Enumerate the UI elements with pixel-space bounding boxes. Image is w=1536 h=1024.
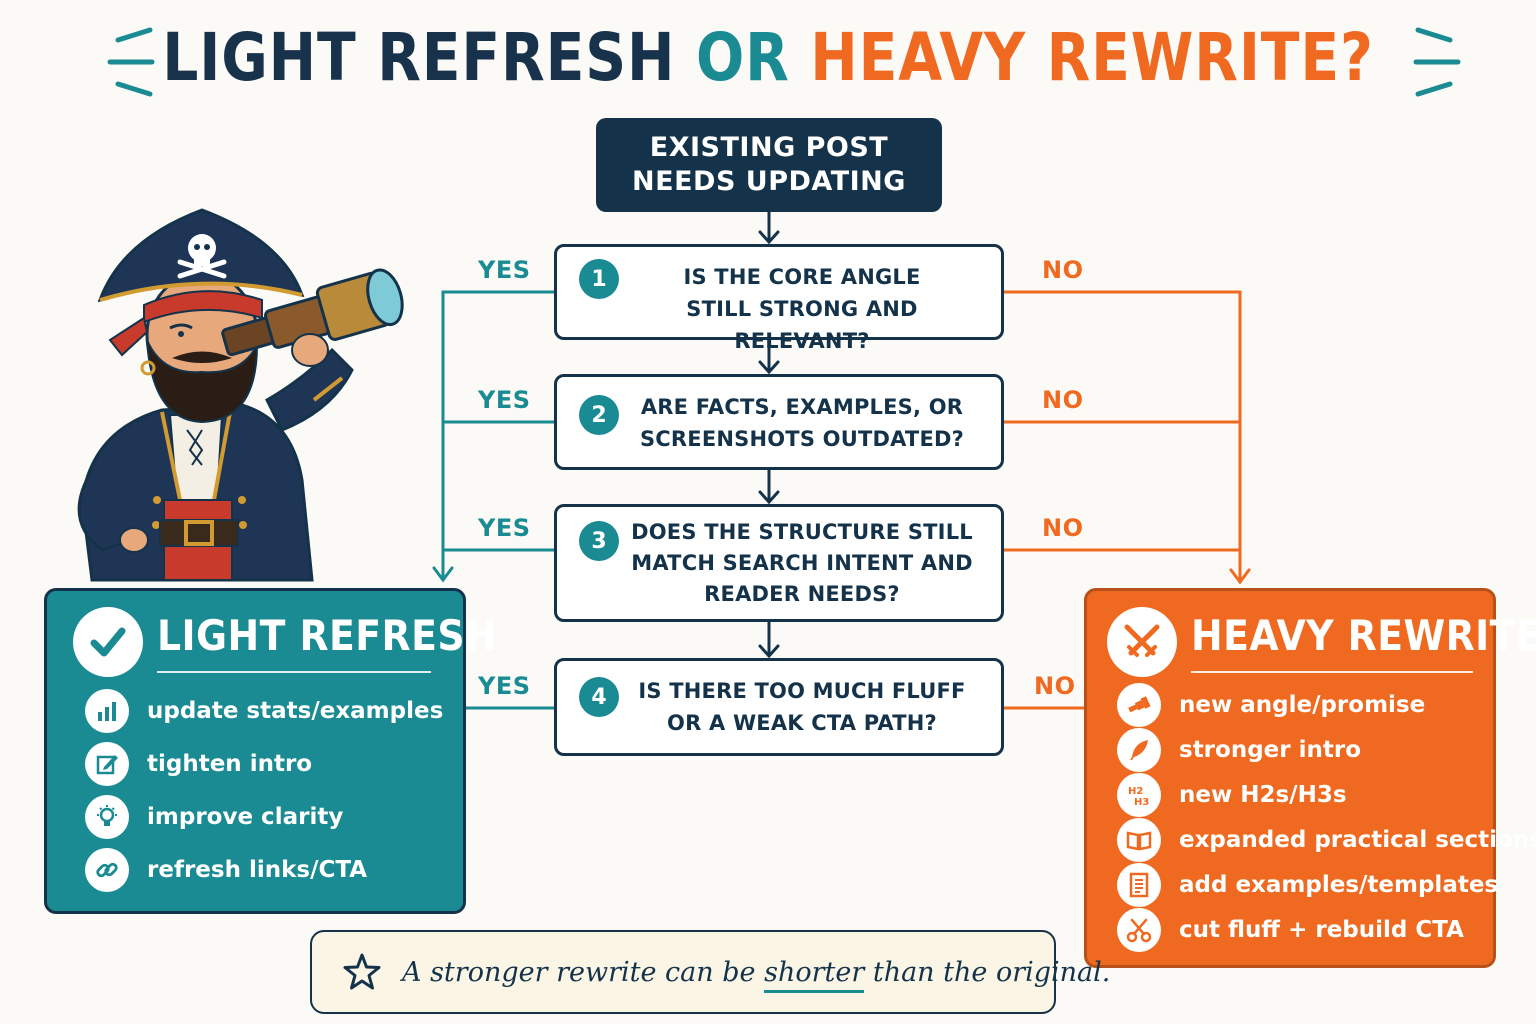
check-icon [73, 607, 143, 677]
question-3-text: DOES THE STRUCTURE STILL MATCH SEARCH IN… [617, 517, 987, 610]
heavy-item-5: add examples/templates [1117, 863, 1498, 907]
heavy-item-2: stronger intro [1117, 728, 1361, 772]
question-1-line-2: STILL STRONG AND RELEVANT? [686, 297, 918, 353]
heavy-item-5-label: add examples/templates [1179, 872, 1499, 898]
question-2-line-2: SCREENSHOTS OUTDATED? [639, 427, 965, 451]
spyglass-icon [1117, 683, 1161, 727]
question-3: 3 DOES THE STRUCTURE STILL MATCH SEARCH … [554, 504, 1004, 622]
question-3-line-3: READER NEEDS? [704, 582, 900, 606]
light-item-1-label: update stats/examples [147, 698, 444, 724]
footer-text-emphasis: shorter [764, 956, 865, 993]
heavy-item-2-label: stronger intro [1179, 737, 1362, 763]
book-icon [1117, 818, 1161, 862]
bar-chart-icon [85, 689, 129, 733]
pirate-mascot-illustration [77, 208, 404, 582]
question-1-text: IS THE CORE ANGLE STILL STRONG AND RELEV… [617, 261, 987, 357]
light-item-4: refresh links/CTA [85, 848, 367, 892]
light-item-1: update stats/examples [85, 689, 443, 733]
light-refresh-title: LIGHT REFRESH [157, 611, 498, 660]
light-item-3: improve clarity [85, 795, 343, 839]
lightbulb-icon [85, 795, 129, 839]
heavy-rewrite-box: HEAVY REWRITE new angle/promise stronger… [1084, 588, 1536, 968]
light-refresh-divider [157, 671, 431, 673]
light-item-2-label: tighten intro [147, 751, 313, 777]
heavy-rewrite-divider [1191, 671, 1473, 673]
footer-text-after: than the original. [872, 956, 1111, 988]
svg-text:H2: H2 [1128, 786, 1143, 797]
page-title: LIGHT REFRESH OR HEAVY REWRITE? [108, 18, 1429, 98]
question-number-4: 4 [579, 677, 619, 717]
question-number-1: 1 [579, 259, 619, 299]
question-4-line-1: IS THERE TOO MUCH FLUFF [638, 679, 966, 703]
yes-label-2: YES [478, 386, 531, 414]
link-icon [85, 848, 129, 892]
question-2: 2 ARE FACTS, EXAMPLES, OR SCREENSHOTS OU… [554, 374, 1004, 470]
heavy-item-1-label: new angle/promise [1179, 692, 1426, 718]
yes-label-3: YES [478, 514, 531, 542]
yes-label-4: YES [478, 672, 531, 700]
start-node: EXISTING POST NEEDS UPDATING [596, 118, 942, 212]
crossed-swords-icon [1107, 607, 1177, 677]
heavy-rewrite-title: HEAVY REWRITE [1191, 611, 1536, 660]
light-refresh-box: LIGHT REFRESH update stats/examples tigh… [44, 588, 497, 914]
quill-icon [1117, 728, 1161, 772]
no-branch-lines [1002, 290, 1251, 710]
question-4-text: IS THERE TOO MUCH FLUFF OR A WEAK CTA PA… [617, 675, 987, 739]
question-number-2: 2 [579, 395, 619, 435]
question-3-line-2: MATCH SEARCH INTENT AND [631, 551, 973, 575]
question-2-text: ARE FACTS, EXAMPLES, OR SCREENSHOTS OUTD… [617, 391, 987, 455]
start-line-2: NEEDS UPDATING [632, 166, 906, 197]
question-number-3: 3 [579, 521, 619, 561]
question-3-line-1: DOES THE STRUCTURE STILL [631, 520, 973, 544]
no-label-4: NO [1034, 672, 1076, 700]
title-or: OR [695, 19, 790, 96]
no-label-2: NO [1042, 386, 1084, 414]
question-4-line-2: OR A WEAK CTA PATH? [667, 711, 937, 735]
no-label-3: NO [1042, 514, 1084, 542]
down-arrows [758, 210, 780, 659]
star-icon [342, 952, 382, 992]
heavy-item-4-label: expanded practical sections [1179, 827, 1536, 853]
heavy-item-6: cut fluff + rebuild CTA [1117, 908, 1464, 952]
question-1-line-1: IS THE CORE ANGLE [683, 265, 921, 289]
question-1: 1 IS THE CORE ANGLE STILL STRONG AND REL… [554, 244, 1004, 353]
document-icon [1117, 863, 1161, 907]
heavy-item-6-label: cut fluff + rebuild CTA [1179, 917, 1464, 943]
title-light-refresh: LIGHT REFRESH [162, 19, 676, 96]
svg-text:H3: H3 [1134, 797, 1149, 808]
edit-icon [85, 742, 129, 786]
no-label-1: NO [1042, 256, 1084, 284]
title-heavy-rewrite: HEAVY REWRITE? [810, 19, 1374, 96]
light-item-3-label: improve clarity [147, 804, 344, 830]
light-item-4-label: refresh links/CTA [147, 857, 368, 883]
question-2-line-1: ARE FACTS, EXAMPLES, OR [640, 395, 964, 419]
footer-note: A stronger rewrite can be shorter than t… [310, 930, 1110, 1014]
light-item-2: tighten intro [85, 742, 312, 786]
heavy-item-1: new angle/promise [1117, 683, 1425, 727]
start-line-1: EXISTING POST [649, 132, 889, 163]
footer-text: A stronger rewrite can be shorter than t… [402, 956, 1111, 993]
heavy-item-3-label: new H2s/H3s [1179, 782, 1347, 808]
question-4: 4 IS THERE TOO MUCH FLUFF OR A WEAK CTA … [554, 658, 1004, 756]
yes-branch-lines [432, 290, 556, 710]
footer-text-before: A stronger rewrite can be [402, 956, 756, 988]
heavy-item-4: expanded practical sections [1117, 818, 1536, 862]
yes-label-1: YES [478, 256, 531, 284]
title-accents [107, 27, 1461, 97]
scissors-icon [1117, 908, 1161, 952]
